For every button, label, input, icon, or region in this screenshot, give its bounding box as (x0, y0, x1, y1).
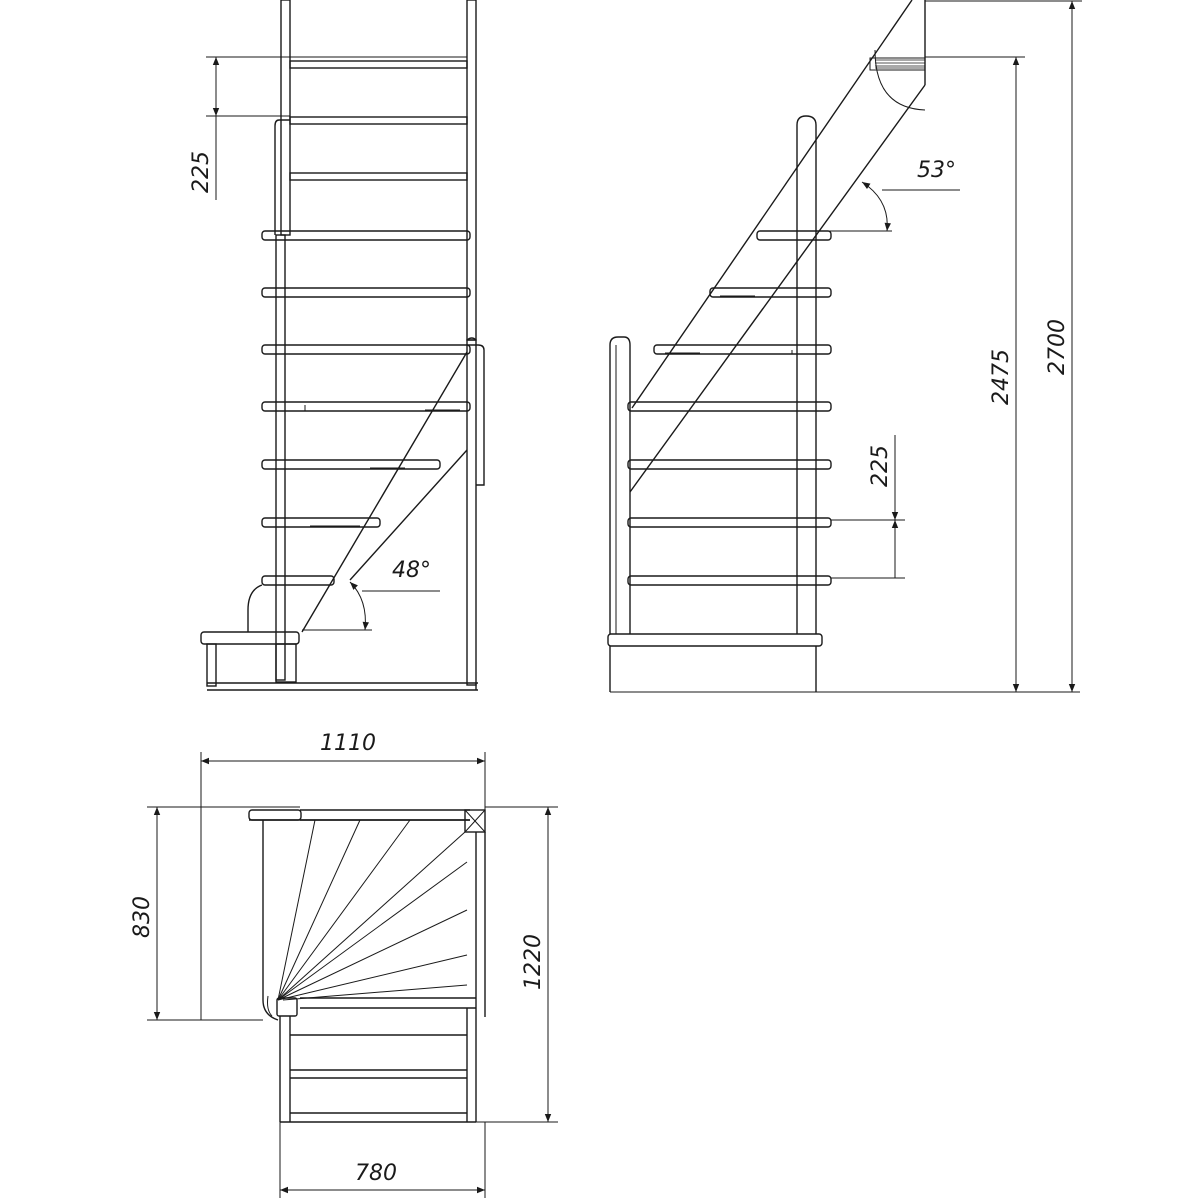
plan-straight-flight (276, 997, 477, 1123)
plan-dimension-length: 1220 (476, 806, 558, 1123)
side-view: 53° 225 2475 2700 (607, 0, 1082, 693)
side-floor-height-label: 2475 (989, 349, 1014, 405)
side-dimension-riser: 225 (831, 435, 905, 579)
side-right-post (796, 115, 817, 634)
front-treads (261, 230, 471, 586)
plan-length-label: 1220 (521, 934, 546, 990)
side-base (607, 633, 1080, 693)
plan-frame (248, 809, 486, 1021)
side-angle-annotation: 53° (820, 158, 960, 232)
front-angle-label: 48° (392, 558, 431, 583)
front-view: 225 48° (189, 0, 485, 691)
plan-flight-width-label: 780 (355, 1161, 397, 1186)
front-left-stringer (275, 234, 286, 681)
front-riser-label: 225 (189, 151, 214, 193)
front-diagonal-stringer (301, 351, 468, 633)
front-right-post (466, 337, 485, 686)
plan-winder-lines (267, 819, 468, 1017)
side-treads (627, 230, 832, 586)
side-riser-label: 225 (868, 445, 893, 487)
side-diagonal-stringer (629, 0, 926, 493)
front-angle-annotation: 48° (302, 558, 440, 631)
plan-dimension-width: 1110 (200, 731, 486, 1020)
side-left-post (609, 336, 631, 634)
side-dimension-total-height: 2700 (925, 0, 1082, 692)
front-upper-ladder (274, 0, 477, 341)
side-angle-label: 53° (917, 158, 956, 183)
plan-dimension-flight-width: 780 (279, 1122, 486, 1198)
front-dimension-riser: 225 (189, 56, 467, 200)
plan-view: 1110 830 1220 780 (130, 731, 558, 1198)
plan-depth-label: 830 (130, 896, 155, 938)
plan-width-label: 1110 (320, 731, 376, 756)
front-landing (200, 584, 478, 691)
plan-dimension-depth: 830 (130, 806, 300, 1021)
side-total-height-label: 2700 (1045, 319, 1070, 375)
side-dimension-floor-height: 2475 (925, 56, 1025, 692)
